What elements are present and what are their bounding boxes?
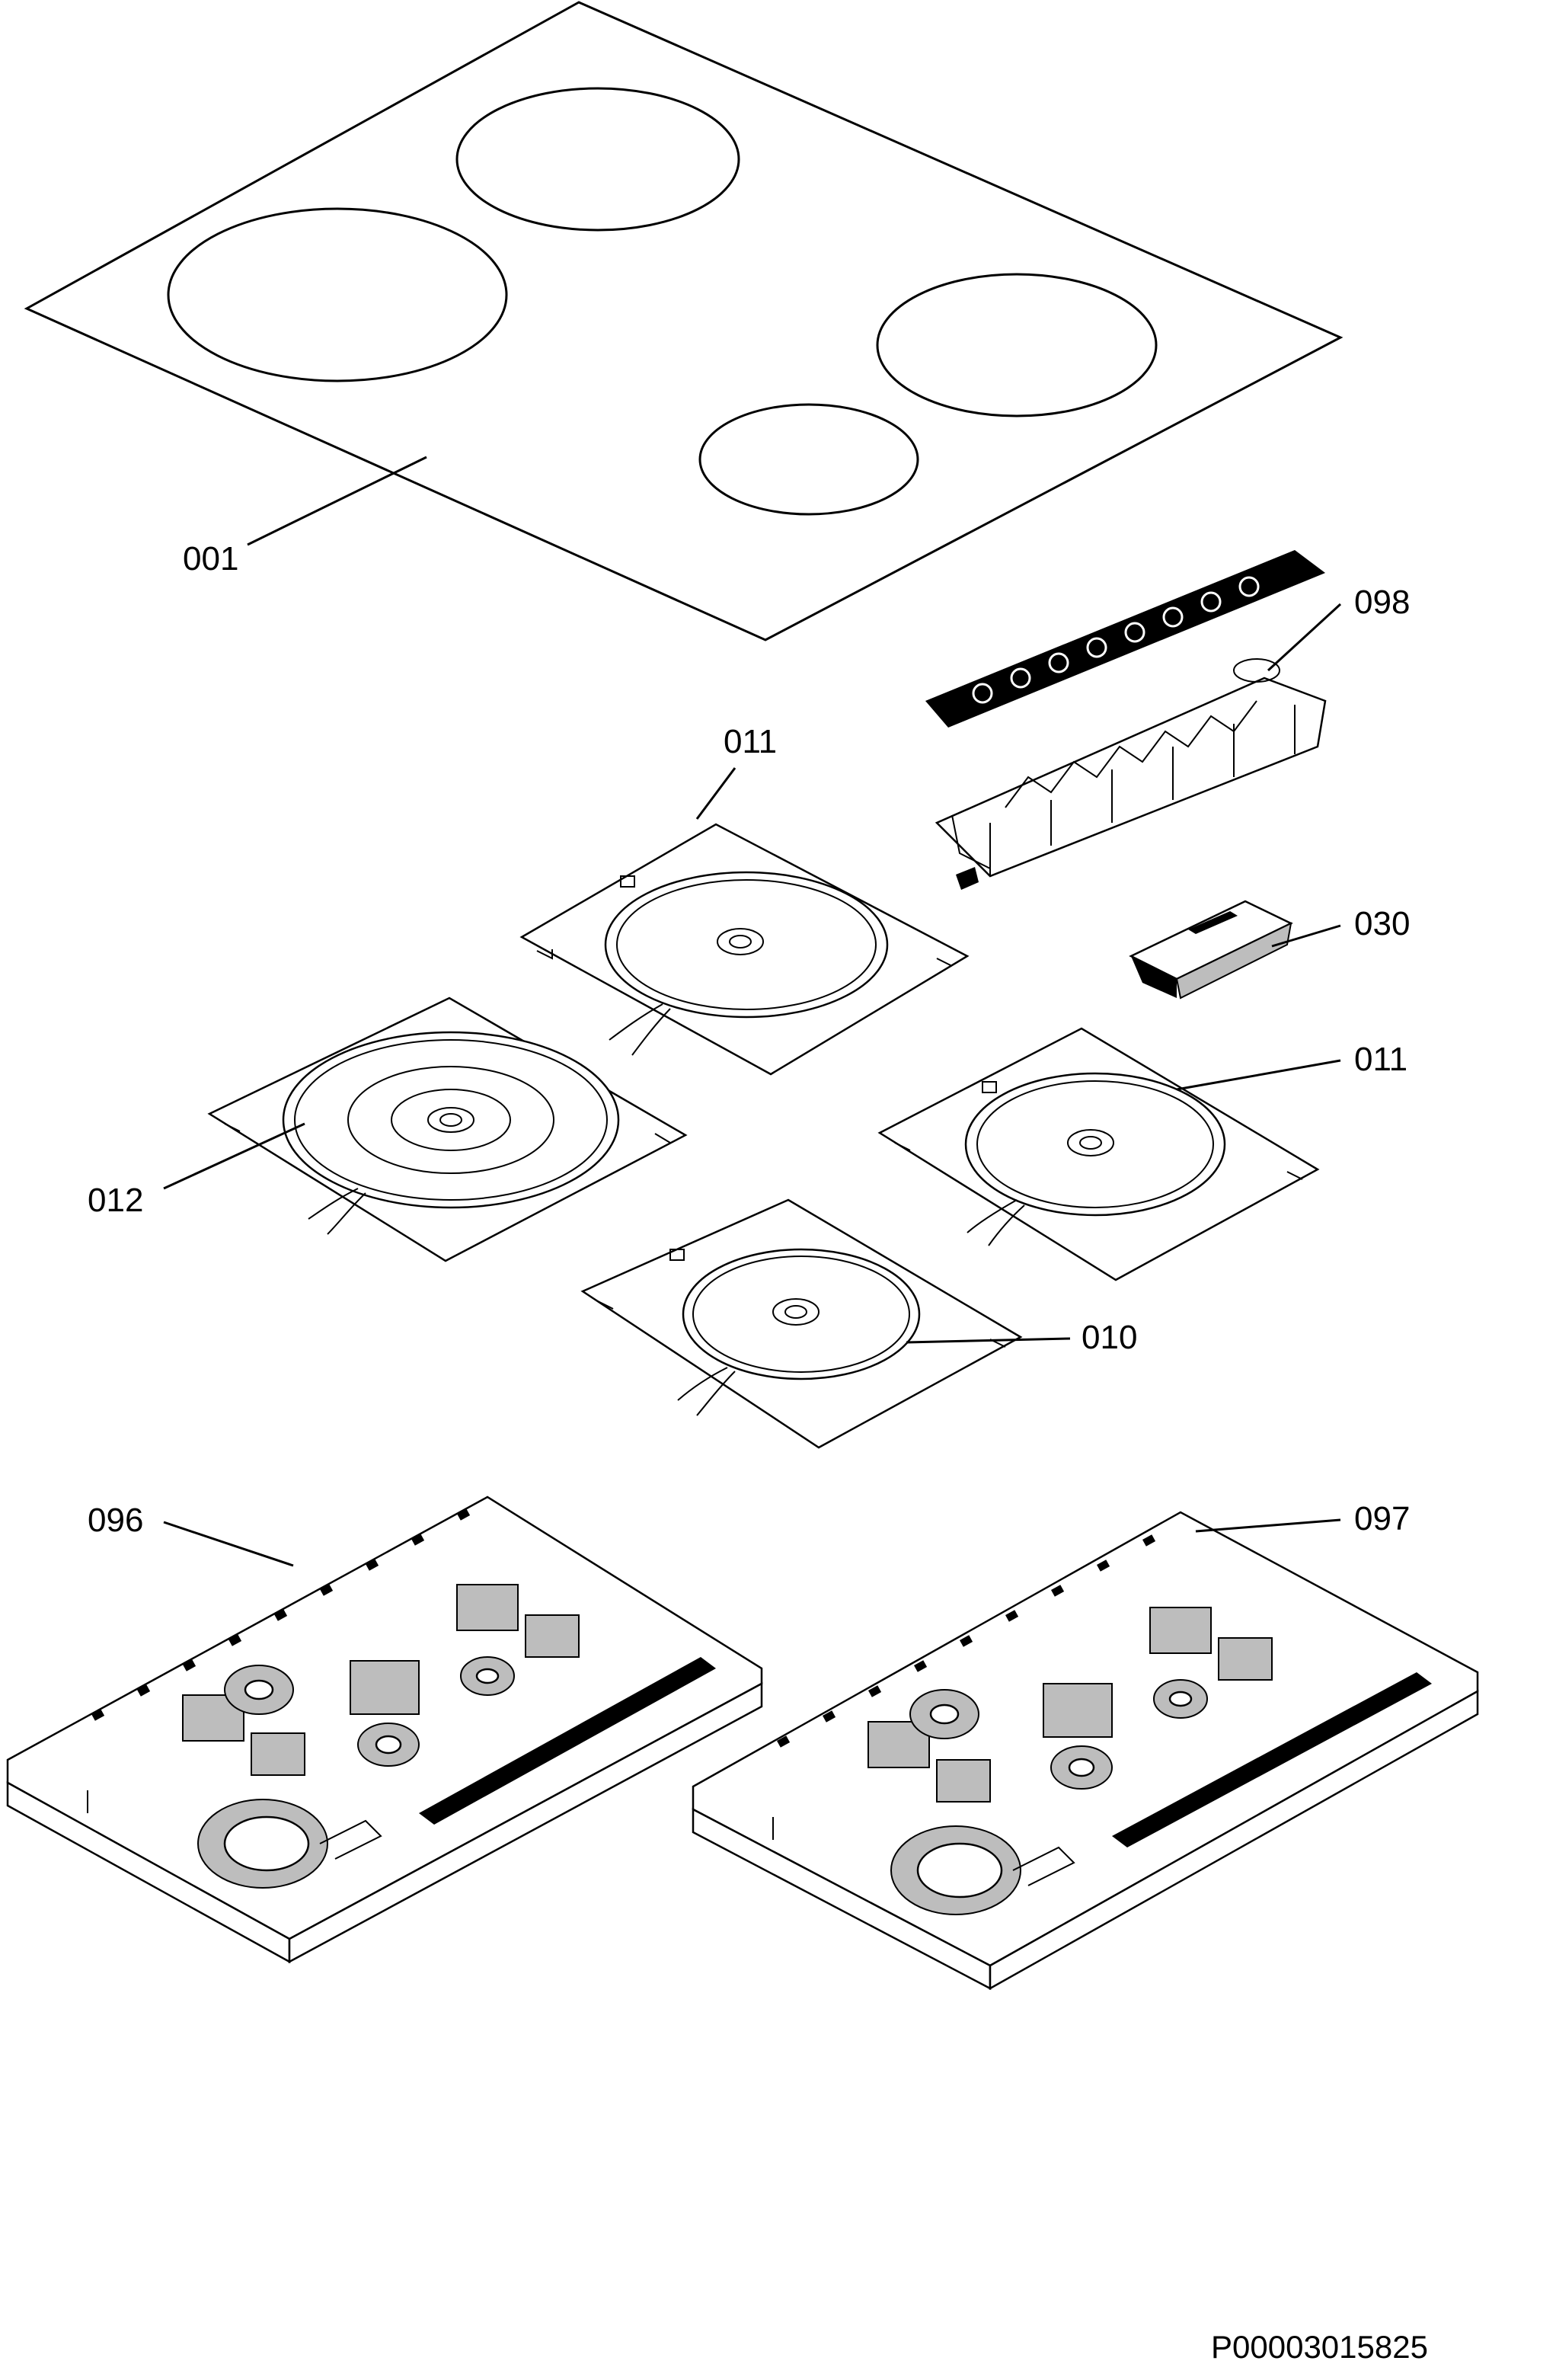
label-011-rear: 011 — [724, 723, 777, 760]
label-010: 010 — [1082, 1319, 1137, 1356]
cooktop-glass — [24, 1, 1344, 641]
label-097: 097 — [1354, 1500, 1410, 1537]
heating-element-small — [580, 1198, 1023, 1449]
document-id: P00003015825 — [1211, 2329, 1428, 2365]
label-030: 030 — [1354, 905, 1410, 942]
generator-right — [692, 1511, 1479, 1991]
control-panel — [925, 550, 1327, 890]
leader-lines — [163, 456, 1342, 1567]
label-096: 096 — [88, 1502, 143, 1539]
label-098: 098 — [1354, 584, 1410, 621]
generator-left — [6, 1495, 763, 1964]
label-001: 001 — [183, 540, 238, 577]
heating-element-front-right — [877, 1027, 1320, 1281]
heating-element-rear-right — [519, 823, 970, 1076]
label-011-front: 011 — [1354, 1041, 1407, 1078]
power-module — [1129, 900, 1293, 1000]
heating-element-large — [207, 996, 688, 1262]
label-012: 012 — [88, 1182, 143, 1219]
